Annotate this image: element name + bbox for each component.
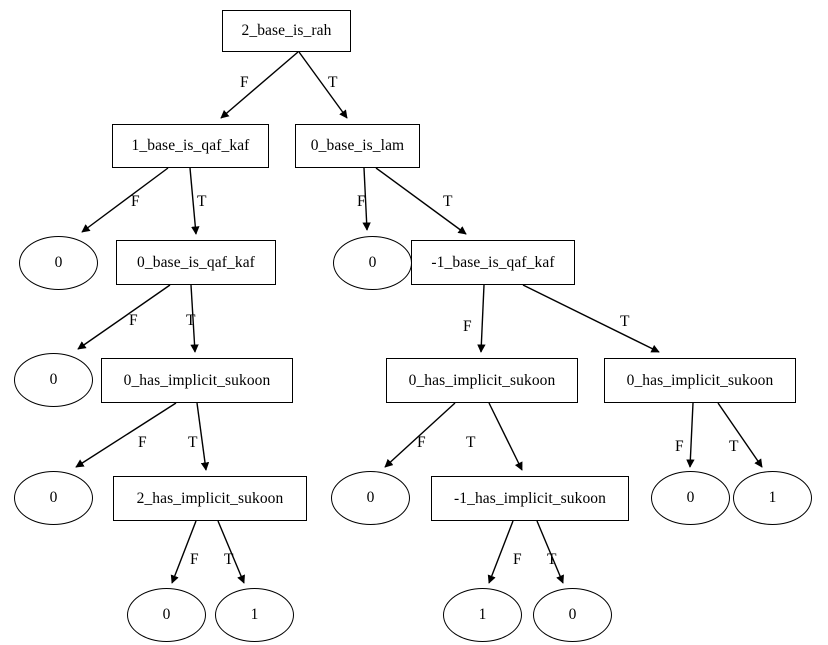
edge-label: F	[131, 193, 140, 210]
edge-label: T	[443, 193, 453, 210]
leaf-node: 0	[651, 471, 730, 525]
edge-f	[477, 284, 486, 353]
leaf-node: 0	[127, 588, 206, 642]
decision-node: 0_has_implicit_sukoon	[604, 358, 796, 403]
edge-t	[717, 402, 763, 468]
edge-t	[217, 520, 245, 584]
edge-f	[170, 520, 197, 584]
decision-node: 0_base_is_lam	[295, 124, 420, 168]
edge-t	[522, 284, 660, 353]
edge-t	[488, 402, 523, 471]
leaf-node: 1	[215, 588, 294, 642]
edge-t	[196, 402, 210, 471]
edge-f	[384, 402, 456, 468]
leaf-node: 0	[331, 471, 410, 525]
edge-label: F	[463, 318, 472, 335]
edge-label: F	[417, 434, 426, 451]
edge-label: T	[729, 438, 739, 455]
edge-t	[536, 520, 564, 584]
edge-f	[487, 520, 514, 584]
edge-t	[298, 51, 348, 119]
edge-t	[375, 167, 467, 235]
edge-f	[81, 167, 169, 233]
leaf-node: 0	[14, 353, 93, 407]
edge-label: T	[197, 193, 207, 210]
decision-node: 2_base_is_rah	[222, 10, 351, 52]
edge-f	[362, 167, 371, 231]
decision-node: -1_base_is_qaf_kaf	[411, 240, 575, 285]
edge-label: T	[466, 434, 476, 451]
leaf-node: 1	[443, 588, 522, 642]
edge-label: T	[547, 551, 557, 568]
edge-label: F	[513, 551, 522, 568]
edge-label: F	[357, 193, 366, 210]
edge-label: T	[186, 312, 196, 329]
edge-label: T	[188, 434, 198, 451]
leaf-node: 0	[533, 588, 612, 642]
decision-node: 0_base_is_qaf_kaf	[116, 240, 276, 285]
decision-node: 2_has_implicit_sukoon	[113, 476, 307, 521]
decision-node: 0_has_implicit_sukoon	[386, 358, 578, 403]
leaf-node: 1	[733, 471, 812, 525]
edge-label: F	[240, 74, 249, 91]
edge-label: F	[675, 438, 684, 455]
edge-paths	[75, 51, 763, 584]
decision-node: -1_has_implicit_sukoon	[431, 476, 629, 521]
edge-label: T	[224, 551, 234, 568]
edge-label: F	[190, 551, 199, 568]
leaf-node: 0	[14, 471, 93, 525]
decision-node: 1_base_is_qaf_kaf	[112, 124, 269, 168]
edge-f	[75, 402, 177, 468]
edge-f	[77, 284, 171, 350]
edge-f	[220, 51, 299, 119]
decision-node: 0_has_implicit_sukoon	[101, 358, 293, 403]
edge-label: T	[620, 313, 630, 330]
leaf-node: 0	[19, 236, 98, 290]
edge-label: F	[129, 312, 138, 329]
edge-f	[686, 402, 695, 468]
edge-label: T	[328, 74, 338, 91]
edge-t	[190, 284, 199, 353]
edge-t	[189, 167, 200, 235]
leaf-node: 0	[333, 236, 412, 290]
edge-label: F	[138, 434, 147, 451]
